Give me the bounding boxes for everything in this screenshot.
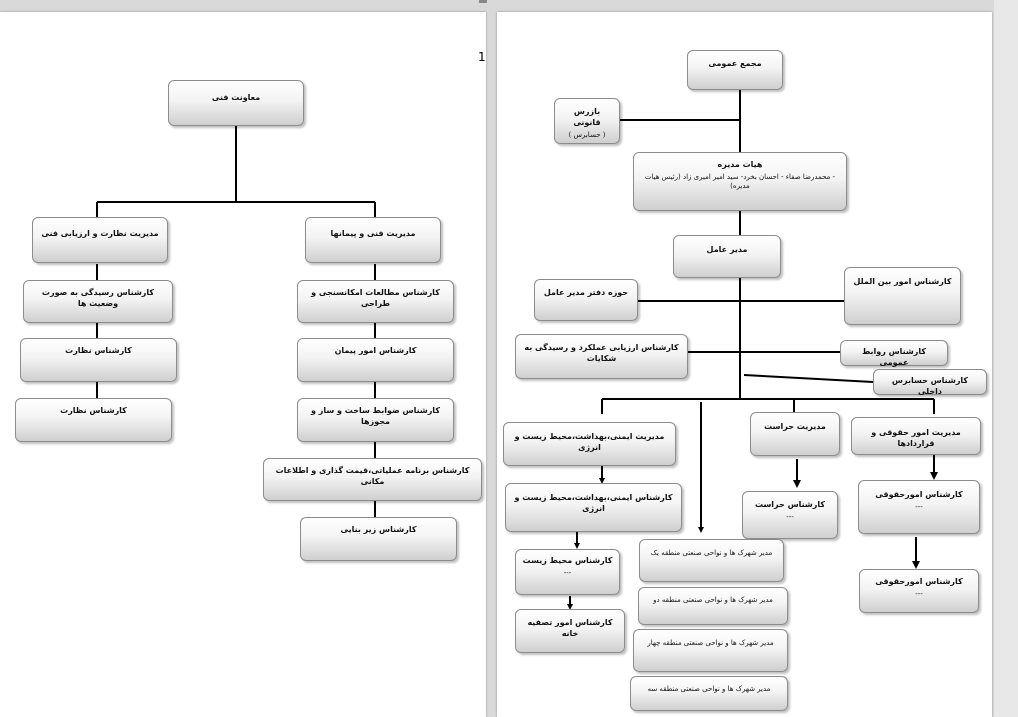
- legal-expert-1-sub: ---: [915, 502, 923, 511]
- node-legal-inspector: بازرس قانونی ( حسابرس ): [554, 98, 620, 144]
- node-security-management: مدیریت حراست: [750, 412, 840, 456]
- node-operational-program-expert: کارشناس برنامه عملیاتی،قیمت گذاری و اطلا…: [263, 458, 482, 501]
- page-left: معاونت فنی مدیریت فنی و پیمانها مدیریت ن…: [0, 12, 486, 717]
- node-public-relations: کارشناس روابط عمومی: [840, 340, 948, 367]
- node-feasibility-design-expert: کارشناس مطالعات امکانسنجی و طراحی: [297, 280, 454, 323]
- legal-inspector-sub: ( حسابرس ): [568, 130, 606, 139]
- legal-inspector-label: بازرس قانونی: [573, 107, 601, 127]
- right-connector-lines: [567, 90, 938, 610]
- node-supervision-expert-1: کارشناس نظارت: [20, 338, 177, 382]
- node-zone-manager-1: مدیر شهرک ها و نواحی صنعتی منطقه یک: [639, 539, 784, 582]
- legal-expert-2-sub: ---: [915, 589, 923, 598]
- environment-expert-sub: ---: [563, 568, 572, 577]
- left-connector-lines: [96, 125, 376, 517]
- legal-expert-1-label: کارشناس امورحقوقی: [875, 490, 963, 499]
- node-zone-manager-4: مدیر شهرک ها و نواحی صنعتی منطقه چهار: [633, 629, 788, 672]
- legal-expert-2-label: کارشناس امورحقوقی: [875, 577, 963, 586]
- ruler-handle: [479, 0, 487, 3]
- security-expert-sub: ---: [786, 512, 794, 521]
- node-refinery-expert: کارشناس امور تصفیه خانه: [515, 609, 625, 653]
- page-right: مجمع عمومی بازرس قانونی ( حسابرس ) هیات …: [497, 12, 992, 717]
- board-label: هیات مدیره: [717, 160, 763, 169]
- node-zone-manager-3: مدیر شهرک ها و نواحی صنعتی منطقه سه: [630, 676, 788, 711]
- board-members: - محمدرضا صفاء - احسان بخرد- سید امیر ام…: [644, 172, 836, 191]
- node-general-assembly: مجمع عمومی: [687, 50, 783, 90]
- node-legal-expert-1: کارشناس امورحقوقی ---: [858, 480, 980, 534]
- node-ceo: مدیر عامل: [673, 235, 781, 278]
- page-number: 1: [478, 50, 486, 64]
- node-environment-expert: کارشناس محیط زیست ---: [515, 549, 620, 595]
- node-status-review-expert: کارشناس رسیدگی به صورت وضعیت ها: [23, 280, 173, 323]
- node-ceo-office: حوزه دفتر مدیر عامل: [534, 279, 638, 321]
- node-hse-management: مدیریت ایمنی،بهداشت،محیط زیست و انرژی: [503, 422, 676, 466]
- node-zone-manager-2: مدیر شهرک ها و نواحی صنعتی منطقه دو: [638, 587, 788, 625]
- node-supervision-evaluation-management: مدیریت نظارت و ارزیابی فنی: [32, 217, 168, 263]
- node-legal-expert-2: کارشناس امورحقوقی ---: [859, 569, 979, 613]
- node-internal-audit: کارشناس حسابرس داخلی: [873, 369, 987, 396]
- node-contracts-expert: کارشناس امور پیمان: [297, 338, 454, 382]
- node-hse-expert: کارشناس ایمنی،بهداشت،محیط زیست و انرژی: [505, 483, 682, 532]
- node-performance-evaluation: کارشناس ارزیابی عملکرد و رسیدگی به شکایا…: [515, 334, 688, 379]
- node-infrastructure-expert: کارشناس زیر بنایی: [300, 517, 457, 561]
- security-expert-label: کارشناس حراست: [754, 500, 826, 509]
- node-technical-contracts-management: مدیریت فنی و پیمانها: [305, 217, 441, 263]
- node-supervision-expert-2: کارشناس نظارت: [15, 398, 172, 442]
- node-international-affairs: کارشناس امور بین الملل: [844, 267, 961, 325]
- environment-expert-label: کارشناس محیط زیست: [522, 556, 613, 565]
- node-technical-deputy: معاونت فنی: [168, 80, 304, 126]
- node-board-of-directors: هیات مدیره - محمدرضا صفاء - احسان بخرد- …: [633, 152, 847, 211]
- node-security-expert: کارشناس حراست ---: [742, 491, 838, 539]
- node-construction-permits-expert: کارشناس ضوابط ساخت و ساز و مجوزها: [297, 398, 454, 442]
- scrollbar-track[interactable]: [994, 0, 1018, 717]
- node-legal-management: مدیریت امور حقوقی و قراردادها: [851, 417, 981, 455]
